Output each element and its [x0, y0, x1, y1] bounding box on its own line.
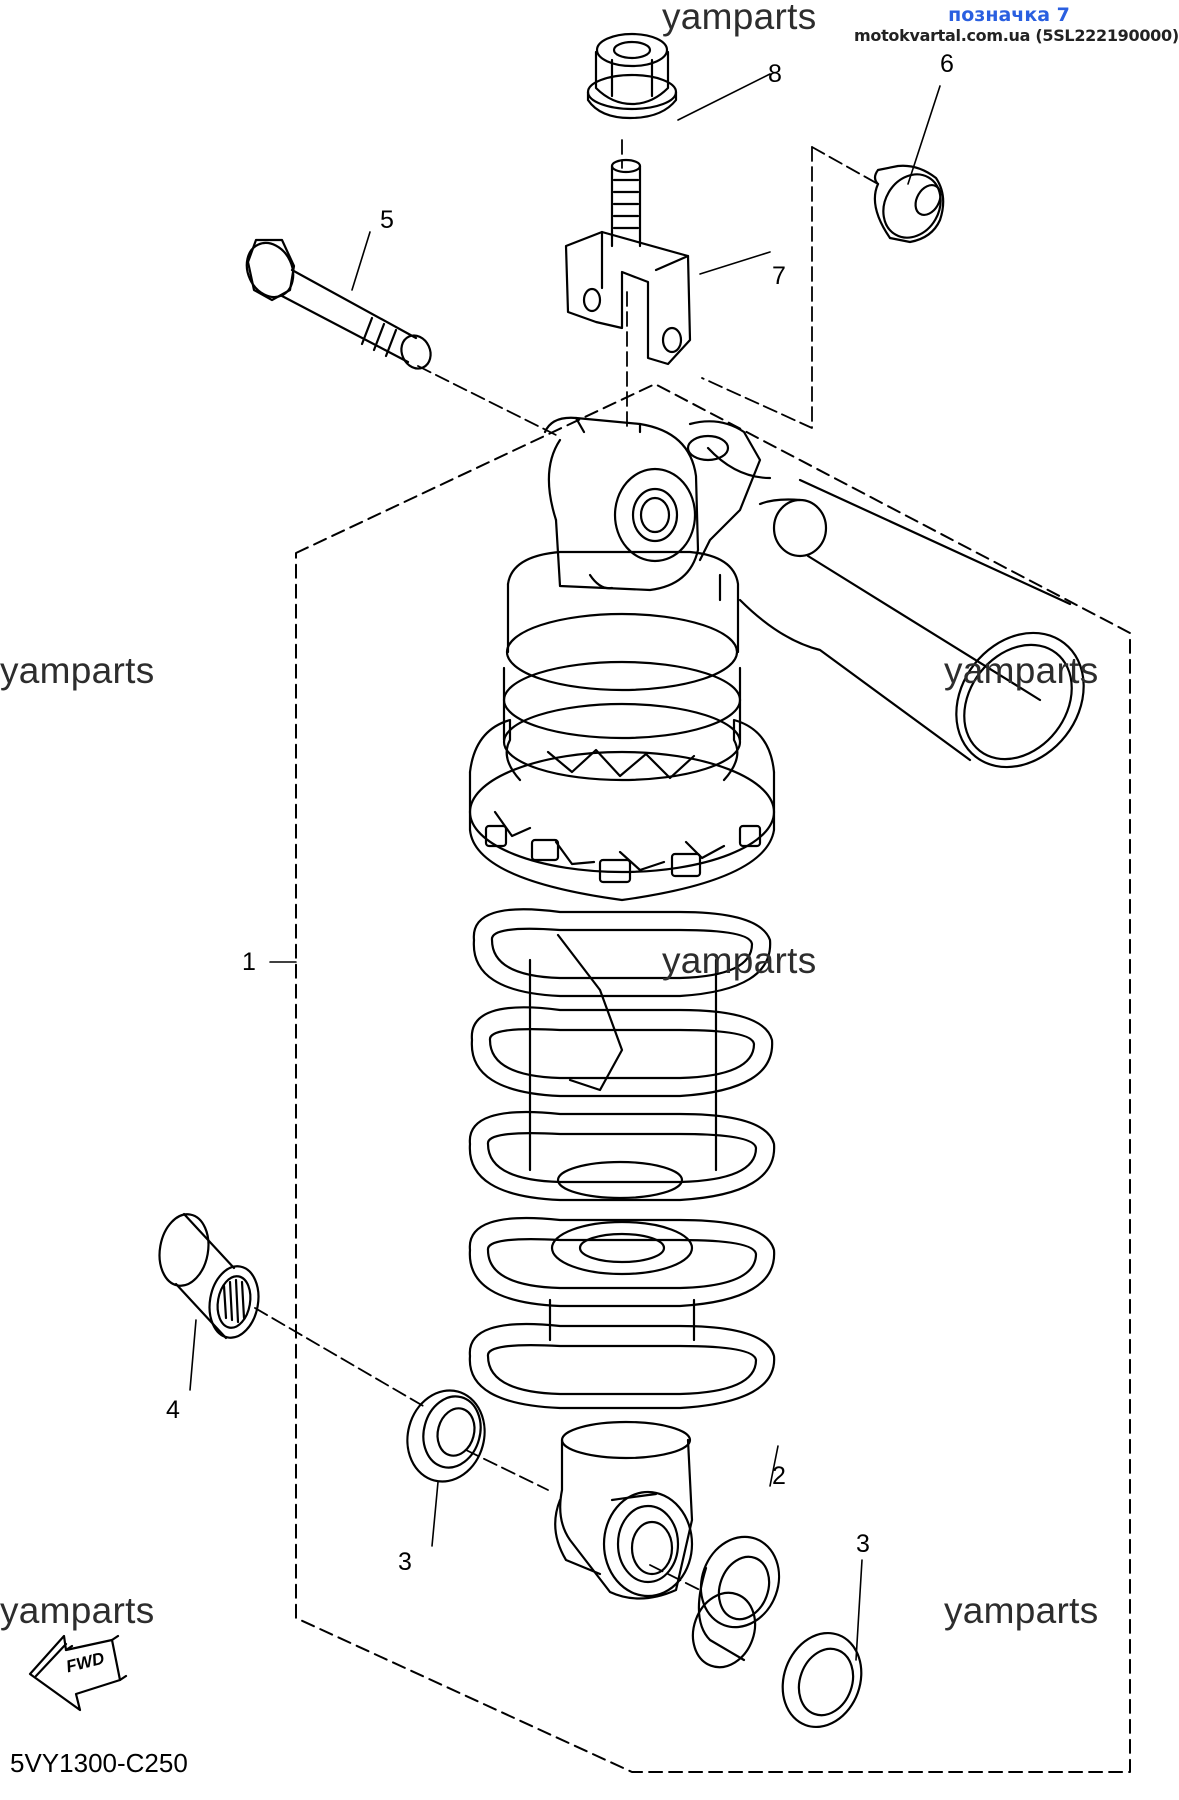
header-ua-label: позначка 7: [948, 4, 1070, 26]
callout-6: 6: [940, 50, 954, 78]
callout-7: 7: [772, 262, 786, 290]
callout-4: 4: [166, 1396, 180, 1424]
preload-adjuster-ring: [468, 718, 776, 902]
reservoir: [686, 420, 1085, 769]
watermark: yamparts: [0, 650, 155, 691]
shock-top-eye: [543, 416, 700, 592]
part-6-nut: [873, 164, 945, 244]
callout-1: 1: [242, 948, 256, 976]
coil-spring: [468, 908, 776, 1410]
fwd-arrow-icon: [28, 1634, 128, 1712]
shock-bottom-eye: [554, 1420, 694, 1600]
callout-8: 8: [768, 60, 782, 88]
callout-2: 2: [772, 1462, 786, 1490]
watermark: yamparts: [662, 940, 817, 981]
callout-leaders: [189, 73, 941, 1661]
header-site-label: motokvartal.com.ua (5SL222190000): [854, 26, 1179, 45]
part-8-nut: [586, 32, 678, 120]
mounting-lines: [254, 139, 879, 1591]
part-2-collar: [691, 1535, 781, 1669]
callout-3-left: 3: [398, 1548, 412, 1576]
watermark: yamparts: [944, 1590, 1099, 1631]
shock-inner-body: [528, 933, 718, 1342]
callout-3-right: 3: [856, 1530, 870, 1558]
watermark: yamparts: [944, 650, 1099, 691]
part-5-bolt: [245, 238, 432, 370]
part-4-bearing: [158, 1212, 260, 1340]
part-3-seal-left: [406, 1389, 486, 1483]
part-7-bracket: [564, 158, 692, 366]
watermark: yamparts: [662, 0, 817, 37]
watermark: yamparts: [0, 1590, 155, 1631]
callout-5: 5: [380, 206, 394, 234]
assembly-outline: [295, 383, 1131, 1773]
shock-body-top: [502, 550, 742, 782]
diagram-code: 5VY1300-C250: [10, 1748, 188, 1778]
part-3-seal-right: [781, 1631, 863, 1729]
